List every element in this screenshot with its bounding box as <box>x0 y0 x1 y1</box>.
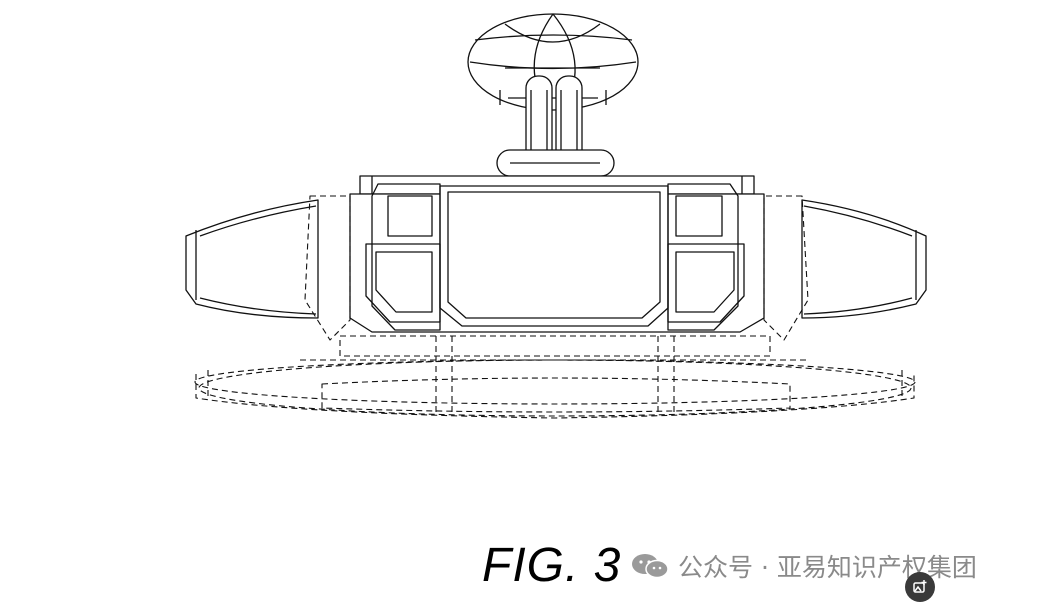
right-pad <box>801 199 927 319</box>
dashed-base <box>194 195 916 419</box>
left-pad <box>185 199 319 319</box>
image-add-icon[interactable] <box>905 572 935 602</box>
knob <box>467 13 639 111</box>
housing <box>349 183 765 333</box>
stem <box>496 75 615 177</box>
patent-drawing <box>185 13 927 419</box>
wechat-icon <box>632 554 669 579</box>
figure-label: FIG. 3 <box>482 539 622 592</box>
